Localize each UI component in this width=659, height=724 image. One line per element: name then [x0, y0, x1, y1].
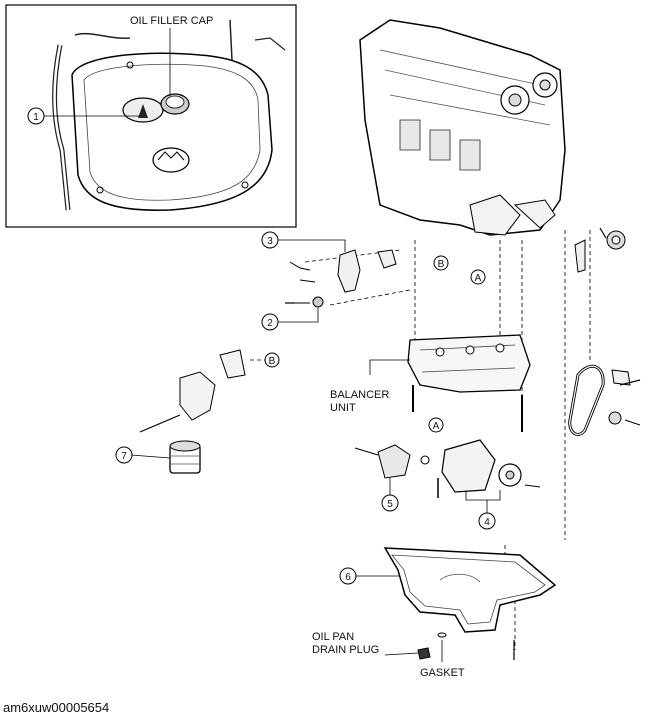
ref-mark-b-upper: B — [438, 259, 445, 270]
callout-4: 4 — [484, 517, 490, 528]
timing-chain — [568, 230, 641, 436]
ref-mark-a-lower: A — [433, 421, 440, 432]
callout-7: 7 — [121, 451, 127, 462]
drain-plug-label-2: DRAIN PLUG — [312, 644, 379, 656]
callout-5: 5 — [387, 499, 393, 510]
ref-mark-b-lower: B — [269, 356, 276, 367]
part-4-oil-pump: 4 — [420, 439, 541, 530]
figure-caption: am6xuw00005654 — [3, 700, 110, 715]
dipstick-icon — [138, 104, 148, 118]
bolts — [285, 227, 641, 386]
oil-filler-cap-label: OIL FILLER CAP — [130, 15, 213, 27]
engine-cover-inset: OIL FILLER CAP 1 — [5, 4, 297, 228]
gasket-label: GASKET — [420, 667, 465, 679]
alignment-lines — [250, 230, 591, 650]
callout-6: 6 — [345, 572, 351, 583]
gasket-part — [437, 632, 447, 638]
callout-3: 3 — [267, 236, 273, 247]
callout-2: 2 — [267, 318, 273, 329]
balancer-unit-label-1: BALANCER — [330, 389, 389, 401]
part-2-sensor: 2 — [261, 296, 324, 331]
mazda-logo-icon — [152, 147, 190, 173]
part-7-oil-filter: 7 — [115, 349, 246, 474]
drain-plug-label-1: OIL PAN — [312, 631, 354, 643]
ref-mark-a-upper: A — [475, 273, 482, 284]
callout-1: 1 — [33, 112, 39, 123]
drain-plug — [417, 647, 431, 660]
part-3-bracket: 3 — [261, 231, 397, 293]
balancer-unit: BALANCER UNIT — [330, 334, 531, 432]
engine-block — [359, 19, 566, 236]
part-5-pump-cover: 5 — [354, 444, 411, 512]
part-6-oil-pan: 6 OIL PAN DRAIN PLUG GASKET — [312, 547, 557, 679]
balancer-unit-label-2: UNIT — [330, 402, 356, 414]
